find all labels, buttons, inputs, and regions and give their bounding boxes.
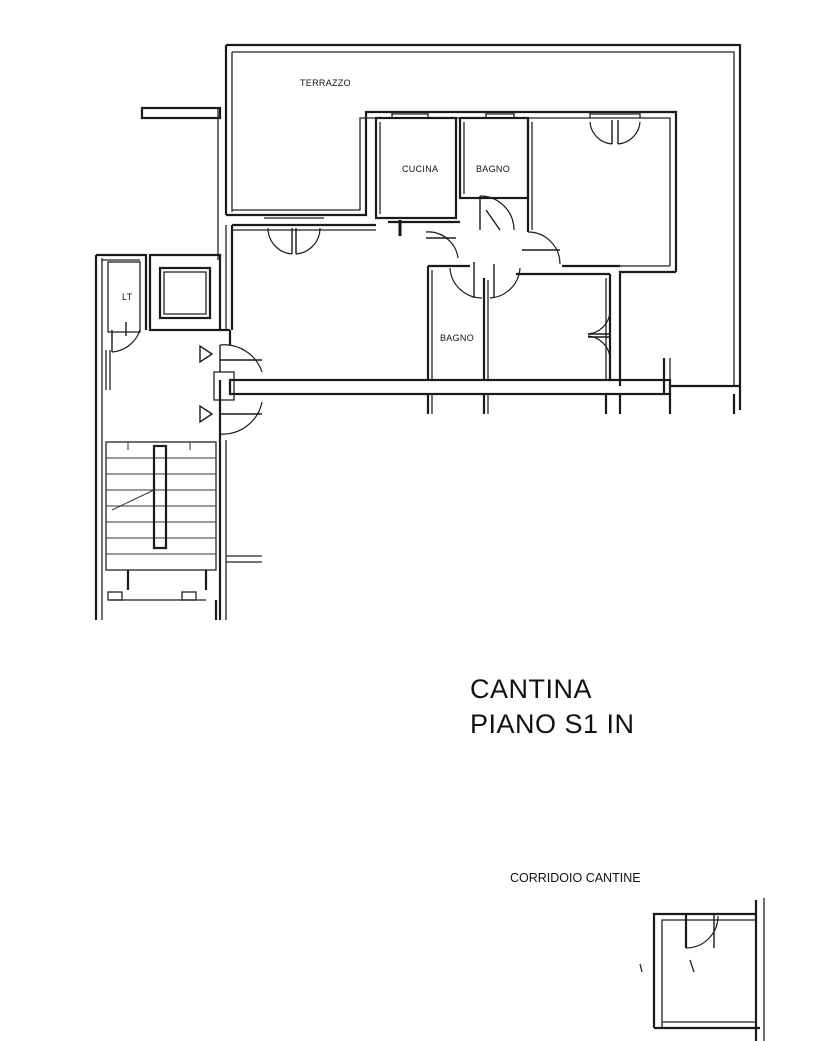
label-kitchen: CUCINA [402,164,438,174]
cellar-corridor-label: CORRIDOIO CANTINE [510,871,641,885]
bottom-corridor [228,358,740,414]
cellar-floor-level: PIANO S1 IN [470,709,635,739]
left-wall-stub [140,106,222,260]
cellar-plan [639,898,765,1041]
label-bathroom-2: BAGNO [440,333,474,343]
interior-doors [425,195,561,299]
stairwell [94,253,262,620]
label-bathroom-1: BAGNO [476,164,510,174]
label-lt: LT [122,292,133,302]
terrace-doors [264,120,641,359]
bathroom-1-walls [458,112,530,200]
label-terrace: TERRAZZO [300,78,351,88]
cellar-title: CANTINA [470,674,593,704]
living-walls [225,220,612,380]
bedroom-right-walls [526,112,641,268]
kitchen-walls [374,112,458,220]
entry-doors [199,344,263,435]
lt-door [111,322,141,353]
terrace-outline [224,43,742,410]
